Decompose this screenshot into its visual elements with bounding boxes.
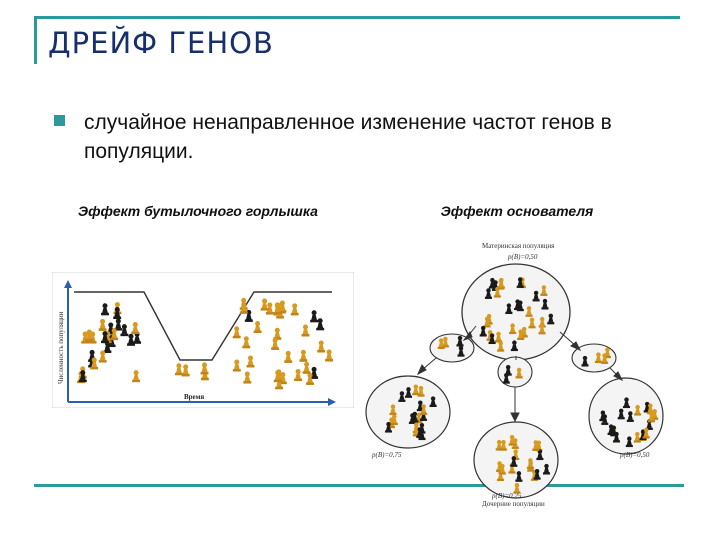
founder-figure: Материнская популяция p(B)=0,50 p(B)=0,7… [365,242,664,508]
bullet-text: случайное ненаправленное изменение часто… [84,111,612,163]
daughter-populations-label: Дочерние популяции [482,500,545,508]
bottleneck-frame [52,272,354,408]
y-axis-arrow-icon [64,280,72,288]
right-frequency: p(B)=0,50 [619,451,650,459]
caption-bottleneck: Эффект бутылочного горлышка [78,203,318,219]
x-axis-arrow-icon [328,398,336,406]
frame-top-line [34,16,680,19]
daughter-population-left [365,375,451,449]
bullet-square-icon [54,115,65,126]
population-size-curve [74,291,332,361]
slide-title: ДРЕЙФ ГЕНОВ [48,26,274,60]
bottleneck-figure: Численность популяции Время [52,272,354,408]
frame-bottom-line [34,484,684,487]
parent-frequency: p(B)=0,50 [507,253,538,261]
y-axis-label: Численность популяции [57,311,65,384]
center-frequency: p(B)=0,25 [491,492,522,500]
left-frequency: p(B)=0,75 [371,451,402,459]
x-axis-label: Время [184,393,204,401]
parent-population-label: Материнская популяция [482,242,555,250]
frame-left-line [34,16,37,64]
caption-founder: Эффект основателя [440,203,594,219]
founder-arrows [416,325,624,423]
